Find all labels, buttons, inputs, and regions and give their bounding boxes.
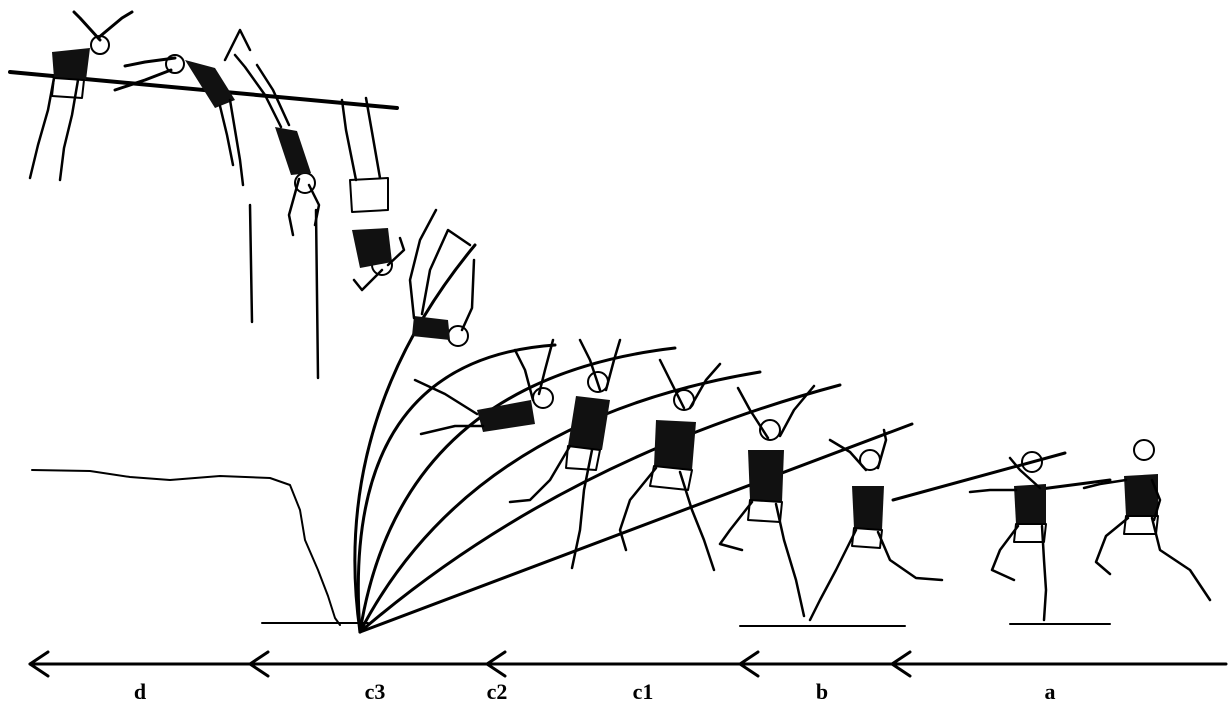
pole-1 — [353, 243, 477, 634]
pole-5 — [358, 383, 842, 634]
pole-2 — [356, 343, 557, 634]
athlete-over-bar-1 — [28, 10, 134, 182]
athlete-hang-2 — [618, 358, 722, 572]
athlete-inverted — [340, 96, 406, 292]
pole-6 — [358, 422, 914, 634]
arrowhead-c1 — [738, 650, 760, 678]
crossbar-assembly — [8, 70, 399, 380]
phase-label-c1: c1 — [633, 679, 654, 704]
arrowhead-c3 — [248, 650, 270, 678]
arrowhead-c2 — [485, 650, 507, 678]
athlete-rockback — [413, 338, 555, 436]
phase-label-c2: c2 — [487, 679, 508, 704]
pole-4 — [358, 370, 762, 634]
landing-mat — [31, 469, 341, 626]
athlete-over-bar-3 — [233, 53, 321, 237]
ground-lines — [261, 622, 1111, 627]
athlete-plant — [808, 428, 944, 622]
athlete-figures — [28, 10, 1212, 622]
athlete-takeoff — [718, 384, 816, 618]
athlete-swing — [408, 208, 476, 347]
phase-label-b: b — [816, 679, 828, 704]
pole-3 — [358, 346, 677, 634]
arrowhead-d — [28, 650, 50, 678]
upright-left — [248, 203, 254, 324]
arrowhead-b — [890, 650, 912, 678]
phase-labels: d c3 c2 c1 b a — [134, 679, 1056, 704]
athlete-hang-1 — [508, 338, 622, 570]
athlete-over-bar-2 — [113, 28, 252, 187]
pole-positions — [353, 243, 1112, 634]
phase-label-a: a — [1045, 679, 1056, 704]
pole-carry-1 — [891, 451, 1067, 502]
phase-label-d: d — [134, 679, 146, 704]
athlete-approach-1 — [968, 451, 1048, 622]
phase-label-c3: c3 — [365, 679, 386, 704]
upright-right — [314, 208, 320, 380]
athlete-approach-2 — [1082, 439, 1212, 602]
phase-arrows — [28, 650, 1228, 678]
